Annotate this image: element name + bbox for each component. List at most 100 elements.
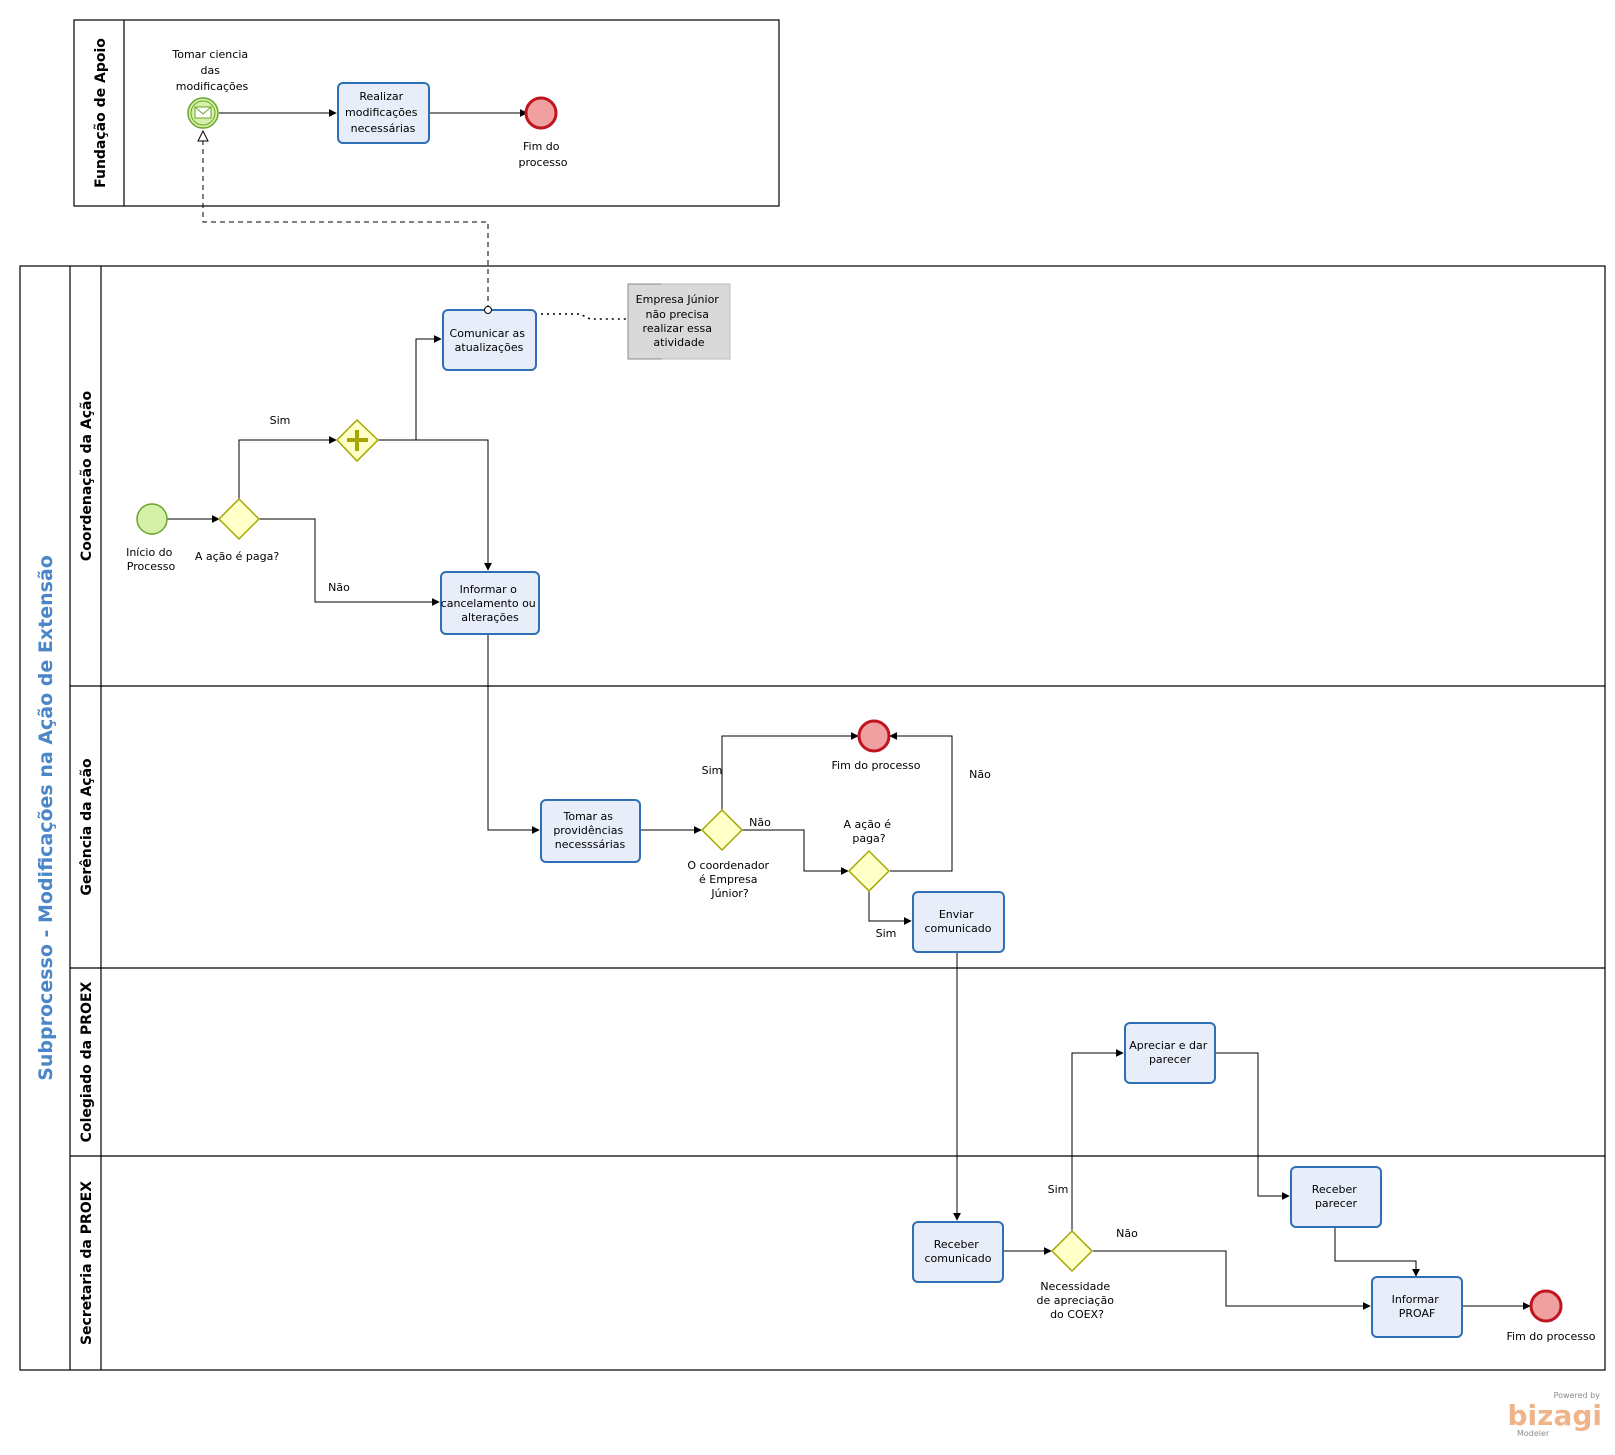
gateway-parallel[interactable] [335, 418, 380, 463]
task-comunicar-l1: Comunicar as [450, 327, 526, 340]
gateway-necessidade[interactable] [1050, 1229, 1094, 1273]
label-nao-gw4: Não [1116, 1227, 1138, 1240]
task-informar-l1: Informar o [460, 583, 518, 596]
annotation-line-2: não precisa [645, 308, 709, 321]
event-fim-secretaria: Fim do processo [1506, 1330, 1595, 1343]
task-receber-parecer-l1: Receber [1312, 1183, 1357, 1196]
svg-text:Necessidade de apreciaçã: Necessidade de apreciação do COEX? [1037, 1280, 1118, 1321]
pool-main-title: Subprocesso - Modificações na Ação de Ex… [35, 555, 57, 1081]
event-msg-start-l2: das [201, 64, 221, 77]
label-sim-gw3: Sim [876, 927, 897, 940]
task-informar-cancelamento[interactable]: Informar o cancelamento ou alterações [440, 571, 540, 635]
task-realizar-l2: modificações [345, 106, 418, 119]
svg-text:Comunicar as atualizaç: Comunicar as atualizações [450, 327, 529, 354]
lane-colegiado-title: Colegiado da PROEX [79, 981, 95, 1142]
label-nao-gw3: Não [969, 768, 991, 781]
task-proaf-l2: PROAF [1399, 1307, 1436, 1320]
event-start[interactable] [136, 503, 168, 535]
svg-text:Apreciar e dar parecer: Apreciar e dar parecer [1129, 1039, 1210, 1066]
annotation-line-1: Empresa Júnior [636, 293, 720, 306]
task-informar-proaf[interactable]: Informar PROAF [1371, 1276, 1463, 1338]
task-apreciar-l1: Apreciar e dar [1129, 1039, 1207, 1052]
label-sim-gw1: Sim [270, 414, 291, 427]
gateway-acao-paga-2-l2: paga? [852, 832, 885, 845]
flow-parallel-informar [378, 439, 492, 571]
svg-text:A ação é paga?: A ação é paga? [843, 818, 894, 845]
svg-text:A ação é paga?: A ação é paga? [195, 550, 279, 563]
task-receber-parecer-l2: parecer [1315, 1197, 1358, 1210]
task-realizar-l1: Realizar [359, 90, 403, 103]
envelope-icon [194, 106, 212, 119]
gateways: A ação é paga? O coordenador é Empresa J… [195, 418, 1118, 1321]
svg-text:Receber parecer: Receber parecer [1312, 1183, 1361, 1210]
task-comunicar[interactable]: Comunicar as atualizações [442, 306, 537, 371]
svg-text:Tomar as providências: Tomar as providências necesssárias [553, 810, 626, 851]
task-apreciar-l2: parecer [1149, 1053, 1192, 1066]
gateway-acao-paga-1[interactable] [217, 497, 261, 541]
svg-text:Enviar comunicado: Enviar comunicado [925, 908, 992, 935]
svg-text:Informar PROAF: Informar PROAF [1392, 1293, 1443, 1320]
task-receber-parecer[interactable]: Receber parecer [1290, 1166, 1382, 1228]
label-sim-gw4: Sim [1048, 1183, 1069, 1196]
flow-apreciar-receberparecer [1215, 1052, 1290, 1200]
event-message-start[interactable] [187, 97, 219, 129]
gateway-acao-paga-1-label: A ação é paga? [195, 550, 279, 563]
annotation-line-3: realizar essa [643, 322, 712, 335]
svg-text:Fim do processo: Fim do processo [518, 140, 567, 169]
task-tomar-l3: necesssárias [555, 838, 626, 851]
flow-gw3-fim [889, 732, 953, 872]
task-comunicar-l2: atualizações [455, 341, 524, 354]
plus-icon [347, 430, 368, 451]
task-realizar-l3: necessárias [351, 122, 416, 135]
flow-gw2-gw3 [742, 829, 849, 875]
flow-gw3-enviar [868, 891, 912, 925]
watermark-product: Modeler [1517, 1429, 1550, 1438]
task-informar-l2: cancelamento ou [441, 597, 536, 610]
event-fim-gerencia: Fim do processo [831, 759, 920, 772]
event-fim-fundacao-l2: processo [518, 156, 567, 169]
bizagi-watermark: Powered by bizagi Modeler [1508, 1391, 1602, 1438]
svg-text:Tomar ciencia das: Tomar ciencia das modificações [171, 48, 251, 93]
flow-labels: Sim Não Sim Não Não Sim Sim Não [270, 414, 1139, 1240]
svg-text:Realizar modificações: Realizar modificações necessárias [345, 90, 421, 135]
label-nao-gw1: Não [328, 581, 350, 594]
watermark-brand: bizagi [1508, 1399, 1602, 1432]
task-realizar[interactable]: Realizar modificações necessárias [337, 82, 430, 144]
task-receber-comunicado[interactable]: Receber comunicado [912, 1221, 1004, 1283]
flow-informar-tomar [487, 634, 540, 834]
task-enviar-l1: Enviar [939, 908, 974, 921]
lane-coordenacao-title: Coordenação da Ação [79, 391, 95, 562]
lane-secretaria-title: Secretaria da PROEX [79, 1181, 95, 1345]
label-nao-gw2: Não [749, 816, 771, 829]
gateway-coordenador-l2: é Empresa [699, 873, 757, 886]
event-end-secretaria[interactable] [1529, 1289, 1563, 1323]
gateway-acao-paga-2[interactable] [847, 849, 891, 893]
task-tomar-l1: Tomar as [562, 810, 613, 823]
task-proaf-l1: Informar [1392, 1293, 1440, 1306]
gateway-coordenador[interactable] [700, 808, 744, 852]
task-apreciar[interactable]: Apreciar e dar parecer [1124, 1022, 1216, 1084]
gateway-necessidade-l3: do COEX? [1050, 1308, 1104, 1321]
gateway-acao-paga-2-l1: A ação é [843, 818, 891, 831]
gateway-necessidade-l2: de apreciação [1037, 1294, 1115, 1307]
flow-gw1-informar [259, 518, 440, 606]
task-enviar-comunicado[interactable]: Enviar comunicado [912, 891, 1005, 953]
event-msg-start-l3: modificações [176, 80, 249, 93]
flow-gw4-proaf [1093, 1250, 1371, 1310]
event-inicio-l1: Início do [126, 546, 173, 559]
event-msg-start-l1: Tomar ciencia [171, 48, 248, 61]
gateway-necessidade-l1: Necessidade [1040, 1280, 1110, 1293]
event-end-gerencia[interactable] [857, 719, 891, 753]
flow-gw4-apreciar [1071, 1049, 1124, 1231]
gateway-coordenador-l1: O coordenador [687, 859, 769, 872]
svg-text:O coordenador é Empresa: O coordenador é Empresa Júnior? [687, 859, 772, 900]
task-receber-com-l1: Receber [934, 1238, 979, 1251]
event-fim-fundacao-l1: Fim do [523, 140, 560, 153]
lane-gerencia-title: Gerência da Ação [79, 758, 95, 896]
svg-text:Empresa Júnior não preci: Empresa Júnior não precisa realizar essa… [636, 293, 723, 349]
pool-fundacao-title: Fundação de Apoio [93, 38, 109, 188]
sequence-flows [167, 109, 1531, 1310]
task-tomar-providencias[interactable]: Tomar as providências necesssárias [540, 799, 641, 863]
event-end-fundacao[interactable] [524, 96, 558, 130]
